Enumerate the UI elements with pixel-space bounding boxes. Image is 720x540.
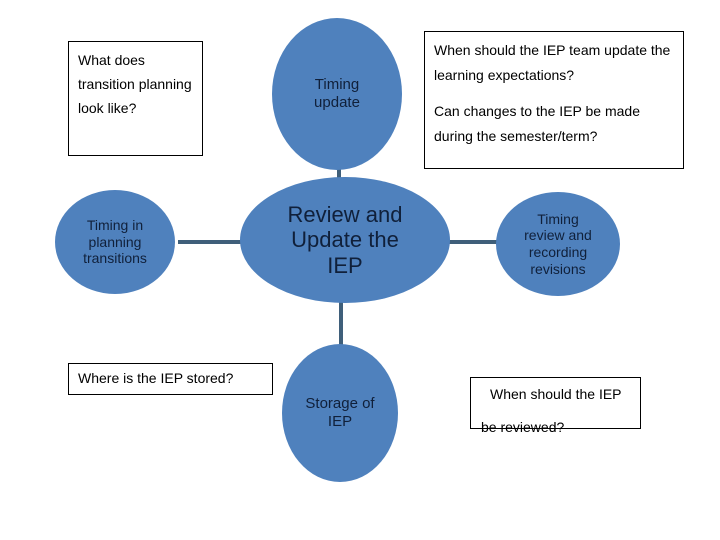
connector-hub-to-left <box>178 240 242 244</box>
node-timing-update[interactable]: Timing update <box>272 18 402 170</box>
connector-hub-to-bottom <box>339 298 343 356</box>
node-timing-in-planning-transitions-label: Timing in planning transitions <box>83 217 147 267</box>
callout-iep-review-text-1: When should the IEP <box>490 386 622 402</box>
callout-iep-team-update-text-2: Can changes to the IEP be made during th… <box>434 102 640 144</box>
node-timing-review-and-recording-revisions-label: Timing review and recording revisions <box>524 210 592 277</box>
callout-iep-review-text-2: be reviewed? <box>481 419 565 436</box>
node-review-and-update-the-iep[interactable]: Review and Update the IEP <box>240 177 450 303</box>
node-timing-review-and-recording-revisions[interactable]: Timing review and recording revisions <box>496 192 620 296</box>
callout-transition-planning-question: What does transition planning look like? <box>68 41 203 156</box>
connector-hub-to-right <box>448 240 506 244</box>
node-storage-of-iep[interactable]: Storage of IEP <box>282 344 398 482</box>
callout-iep-storage-question: Where is the IEP stored? <box>68 363 273 395</box>
callout-iep-review-question: When should the IEP be reviewed? <box>470 377 641 435</box>
node-timing-in-planning-transitions[interactable]: Timing in planning transitions <box>55 190 175 294</box>
node-timing-update-label: Timing update <box>314 76 360 111</box>
callout-iep-team-update-question: When should the IEP team update the lear… <box>424 31 684 169</box>
node-review-and-update-the-iep-label: Review and Update the IEP <box>287 201 403 278</box>
callout-iep-storage-text: Where is the IEP stored? <box>78 370 234 386</box>
callout-transition-planning-text: What does transition planning look like? <box>78 52 192 117</box>
callout-iep-team-update-text-1: When should the IEP team update the lear… <box>434 42 671 83</box>
node-storage-of-iep-label: Storage of IEP <box>305 395 375 430</box>
